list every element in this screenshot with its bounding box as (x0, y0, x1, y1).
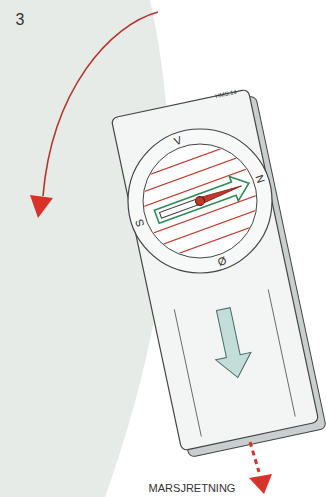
baseplate (111, 89, 319, 451)
orienting-lines (120, 138, 280, 265)
orienting-line (120, 138, 252, 186)
bezel-ring (128, 129, 272, 273)
direction-label: MARSJRETNING (149, 483, 236, 494)
orienting-line (125, 151, 257, 199)
direction-arrow-head (249, 474, 272, 494)
orienting-arrow (152, 171, 253, 229)
direction-dashes (250, 442, 259, 472)
needle-south (160, 199, 200, 218)
travel-arrow (206, 305, 256, 381)
baseplate-group (111, 88, 326, 459)
orienting-line (149, 217, 281, 265)
plate-line (174, 309, 201, 436)
callout-number: 3 (16, 12, 25, 28)
plate-line (268, 289, 295, 416)
rotation-arrow-head (30, 195, 53, 218)
needle-pivot (194, 195, 206, 207)
